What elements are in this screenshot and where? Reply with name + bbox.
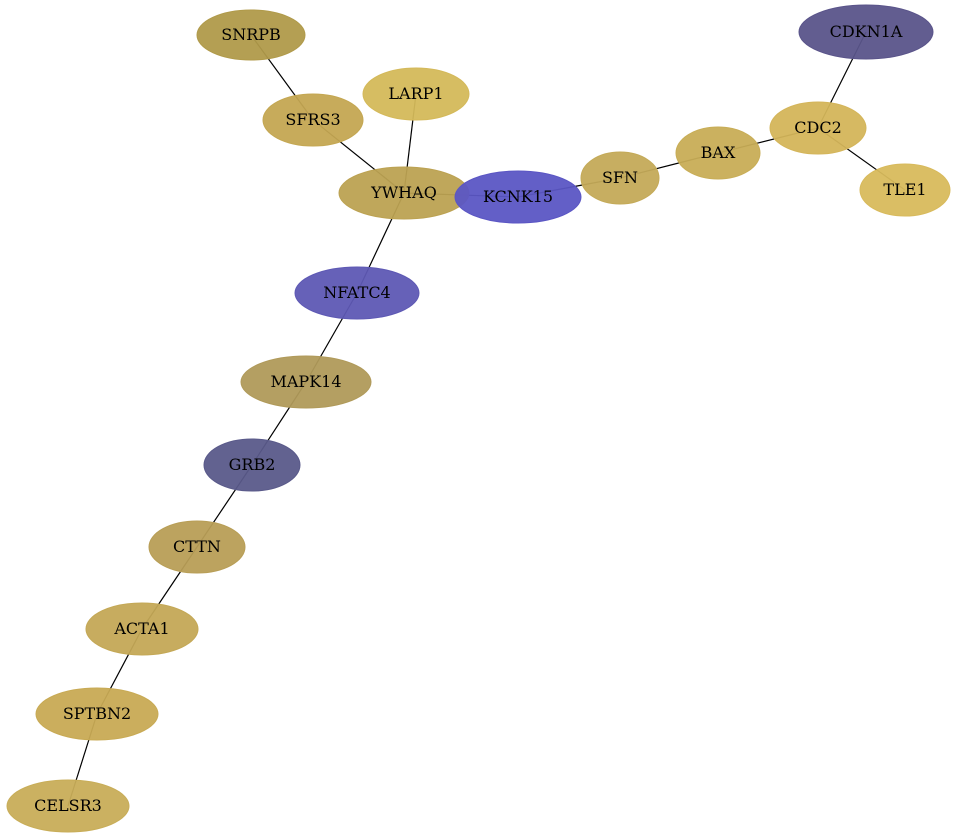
node-label: TLE1 <box>883 180 926 199</box>
node-larp1[interactable]: LARP1 <box>362 67 470 121</box>
node-sfn[interactable]: SFN <box>580 151 660 205</box>
node-label: CDKN1A <box>830 22 903 41</box>
node-shape[interactable] <box>35 687 159 741</box>
node-label: MAPK14 <box>270 372 341 391</box>
node-shape[interactable] <box>362 67 470 121</box>
node-label: NFATC4 <box>323 283 390 302</box>
node-kcnk15[interactable]: KCNK15 <box>454 170 582 224</box>
node-snrpb[interactable]: SNRPB <box>196 9 306 61</box>
node-label: SPTBN2 <box>63 704 131 723</box>
node-shape[interactable] <box>196 9 306 61</box>
node-grb2[interactable]: GRB2 <box>203 438 301 492</box>
node-label: CDC2 <box>794 118 842 137</box>
node-celsr3[interactable]: CELSR3 <box>6 779 130 833</box>
node-mapk14[interactable]: MAPK14 <box>240 355 372 409</box>
node-label: LARP1 <box>388 84 443 103</box>
node-sptbn2[interactable]: SPTBN2 <box>35 687 159 741</box>
node-label: KCNK15 <box>483 187 553 206</box>
node-label: YWHAQ <box>370 183 437 202</box>
node-shape[interactable] <box>6 779 130 833</box>
node-label: SFN <box>602 168 638 187</box>
node-bax[interactable]: BAX <box>675 126 761 180</box>
node-cttn[interactable]: CTTN <box>148 520 246 574</box>
node-label: CTTN <box>173 537 221 556</box>
node-shape[interactable] <box>769 101 867 155</box>
node-ywhaq[interactable]: YWHAQ <box>338 166 470 220</box>
node-label: SNRPB <box>221 25 281 44</box>
node-shape[interactable] <box>454 170 582 224</box>
node-label: SFRS3 <box>285 110 340 129</box>
node-tle1[interactable]: TLE1 <box>859 163 951 217</box>
node-label: CELSR3 <box>34 796 102 815</box>
node-label: BAX <box>701 143 736 162</box>
node-label: GRB2 <box>229 455 276 474</box>
node-shape[interactable] <box>262 93 364 147</box>
node-sfrs3[interactable]: SFRS3 <box>262 93 364 147</box>
node-cdkn1a[interactable]: CDKN1A <box>798 4 934 60</box>
node-shape[interactable] <box>580 151 660 205</box>
node-shape[interactable] <box>294 266 420 320</box>
node-nfatc4[interactable]: NFATC4 <box>294 266 420 320</box>
node-shape[interactable] <box>85 602 199 656</box>
node-shape[interactable] <box>203 438 301 492</box>
edges-layer <box>67 31 906 807</box>
node-shape[interactable] <box>859 163 951 217</box>
node-shape[interactable] <box>675 126 761 180</box>
node-label: ACTA1 <box>113 619 169 638</box>
node-shape[interactable] <box>240 355 372 409</box>
node-shape[interactable] <box>148 520 246 574</box>
node-cdc2[interactable]: CDC2 <box>769 101 867 155</box>
node-shape[interactable] <box>798 4 934 60</box>
node-acta1[interactable]: ACTA1 <box>85 602 199 656</box>
